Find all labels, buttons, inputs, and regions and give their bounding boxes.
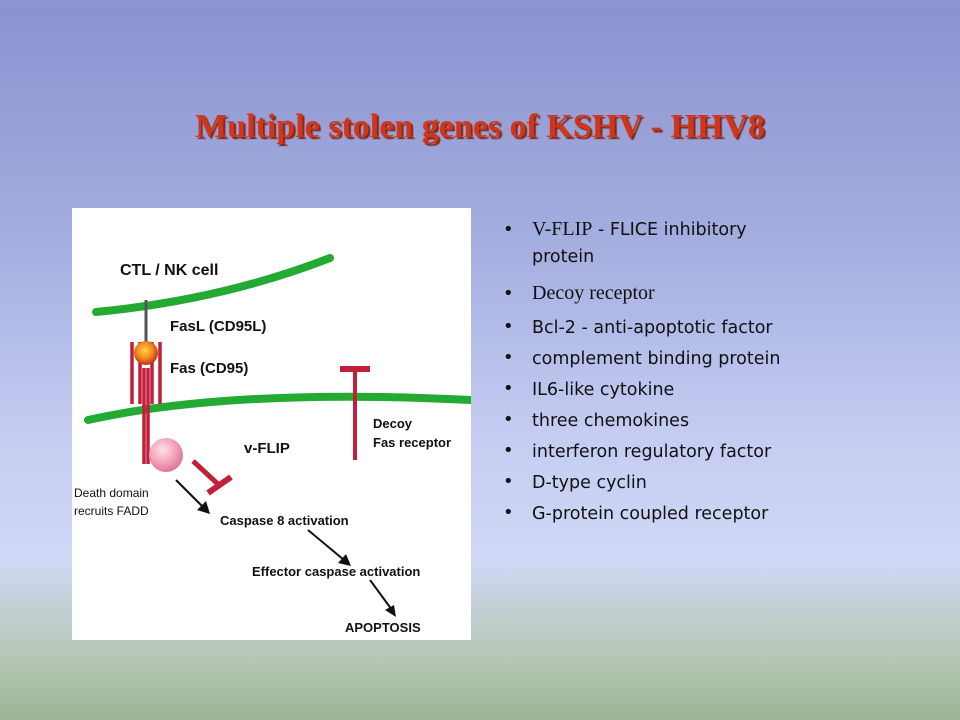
list-item: • three chemokines [498, 408, 938, 434]
list-item-text: three chemokines [532, 411, 690, 431]
fasl-ligand [134, 341, 158, 365]
target-membrane [84, 392, 471, 424]
fadd-sphere [149, 438, 183, 472]
list-item-text: IL6-like cytokine [532, 380, 675, 400]
list-item: • D-type cyclin [498, 470, 938, 496]
vflip-inhibitor-bar [206, 474, 233, 496]
apoptosis-label: APOPTOSIS [345, 620, 421, 635]
vflip-inhibitor [191, 459, 222, 488]
list-item-text: Bcl-2 - anti-apoptotic factor [532, 318, 773, 338]
pathway-arrows [175, 479, 393, 611]
apoptosis-pathway-figure: CTL / NK cell FasL (CD95L) Fas (CD95) De… [72, 208, 471, 640]
pathway-diagram [84, 254, 471, 617]
slide-title: Multiple stolen genes of KSHV - HHV8 [195, 108, 765, 145]
bullet-icon: • [503, 219, 514, 240]
bullet-icon: • [503, 378, 514, 399]
decoy-receptor-term: Decoy receptor [532, 282, 655, 304]
bullet-icon: • [503, 347, 514, 368]
list-item: • IL6-like cytokine [498, 377, 938, 403]
bullet-icon: • [503, 502, 514, 523]
vflip-description-cont: protein [532, 247, 595, 267]
caspase8-label: Caspase 8 activation [220, 513, 349, 528]
list-item: • V-FLIP - FLICE inhibitory protein [498, 216, 938, 270]
fas-label: Fas (CD95) [170, 360, 249, 377]
arrow-heads [197, 501, 396, 617]
list-item: • complement binding protein [498, 346, 938, 372]
death-domain-label: Death domain [74, 486, 149, 500]
list-item-text: G-protein coupled receptor [532, 504, 769, 524]
list-item-text: complement binding protein [532, 349, 781, 369]
bullet-icon: • [503, 283, 514, 304]
stolen-genes-list: • V-FLIP - FLICE inhibitory protein • De… [498, 216, 938, 527]
ctl-nk-cell-label: CTL / NK cell [120, 262, 219, 279]
fasl-label: FasL (CD95L) [170, 318, 267, 335]
vflip-description: - FLICE inhibitory [592, 220, 747, 240]
list-item-text: interferon regulatory factor [532, 442, 772, 462]
bullet-icon: • [503, 316, 514, 337]
list-item: • Bcl-2 - anti-apoptotic factor [498, 315, 938, 341]
ctl-membrane [92, 254, 334, 316]
recruits-fadd-label: recruits FADD [74, 504, 149, 518]
list-item: • Decoy receptor [498, 280, 938, 307]
bullet-icon: • [503, 409, 514, 430]
list-item: • G-protein coupled receptor [498, 501, 938, 527]
bullet-icon: • [503, 440, 514, 461]
bullet-icon: • [503, 471, 514, 492]
vflip-term: V-FLIP [532, 218, 593, 240]
list-item: • interferon regulatory factor [498, 439, 938, 465]
effector-caspase-label: Effector caspase activation [252, 564, 421, 579]
vflip-label: v-FLIP [244, 440, 290, 457]
fas-receptor-label: Fas receptor [373, 435, 452, 450]
decoy-label: Decoy [373, 416, 413, 431]
list-item-text: D-type cyclin [532, 473, 647, 493]
